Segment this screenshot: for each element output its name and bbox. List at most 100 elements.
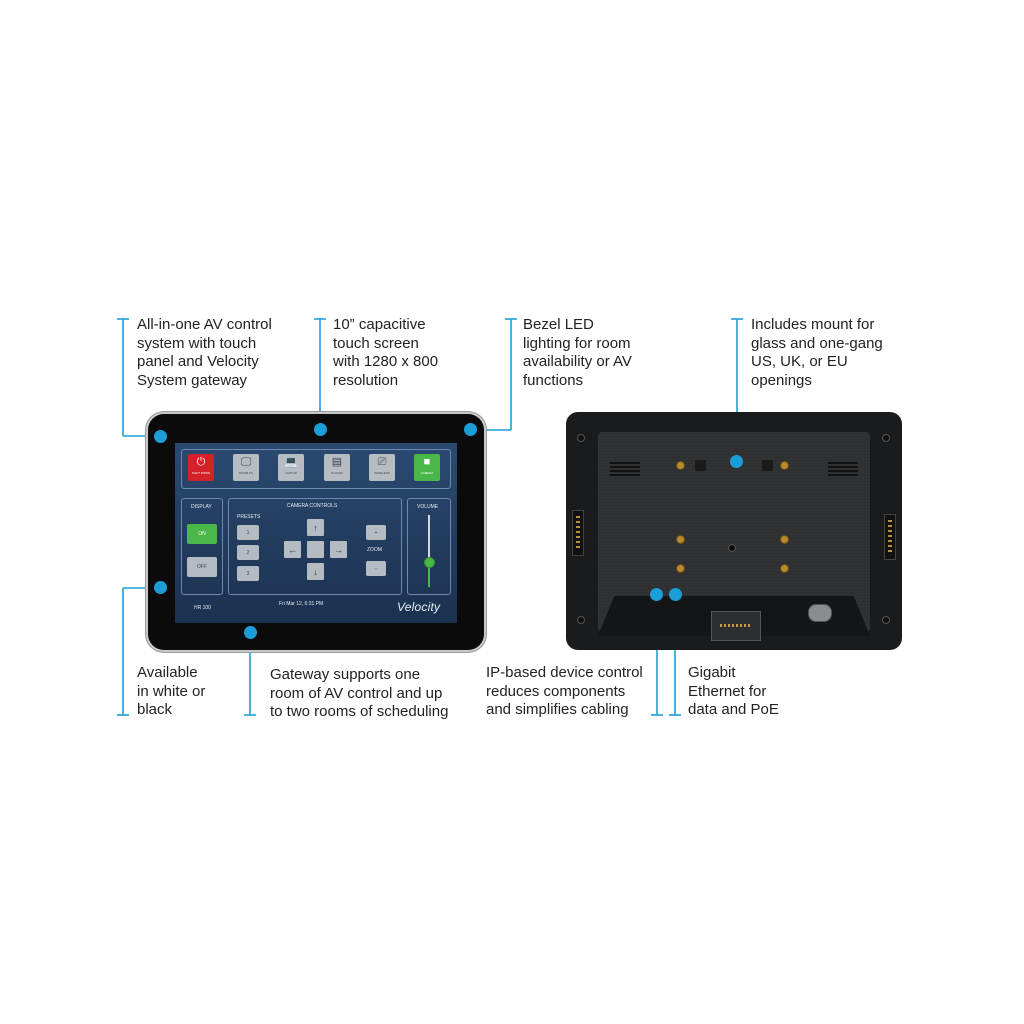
callout-line: IP-based device control: [486, 664, 643, 681]
player-button[interactable]: ▤ PLAYER: [324, 454, 350, 481]
preset-3-button[interactable]: 3: [237, 566, 259, 581]
callout-all-in-one: All-in-one AV control system with touch …: [137, 316, 272, 390]
pan-left-button[interactable]: ←: [284, 541, 301, 558]
date-time: Fri Mar 12, 6:31 PM: [279, 601, 324, 607]
callout-line: in white or: [137, 682, 206, 700]
pan-right-button[interactable]: →: [330, 541, 347, 558]
callout-line: to two rooms of scheduling: [270, 703, 449, 720]
camera-controls-title: CAMERA CONTROLS: [287, 503, 338, 509]
callout-line: Includes mount for: [751, 316, 875, 333]
corner-hole: [882, 434, 890, 442]
led-dot-top-center: [314, 423, 327, 436]
corner-hole: [577, 616, 585, 624]
callout-capacitive: 10” capacitive touch screen with 1280 x …: [333, 316, 438, 390]
preset-2-button[interactable]: 2: [237, 545, 259, 560]
wireless-button[interactable]: ⎚ WIRELESS: [369, 454, 395, 481]
callout-line: panel and Velocity: [137, 353, 259, 370]
callout-line: All-in-one AV control: [137, 316, 272, 333]
callout-line: functions: [523, 371, 584, 389]
callout-available: Available in white or black: [137, 664, 205, 720]
display-off-button[interactable]: OFF: [187, 557, 217, 577]
screw: [676, 564, 685, 573]
screw: [780, 461, 789, 470]
cast-icon: ⎚: [377, 456, 387, 468]
callout-line: System gateway: [137, 371, 248, 389]
monitor-icon: 🖵: [240, 456, 252, 468]
callout-line: Available: [137, 664, 198, 681]
callout-line: Bezel LED: [523, 316, 594, 333]
callout-gigabit: Gigabit Ethernet for data and PoE: [688, 664, 779, 720]
zoom-label: ZOOM: [367, 547, 382, 553]
mount-slot: [695, 460, 706, 471]
mount-dot: [730, 455, 743, 468]
laptop-button[interactable]: 💻 LAPTOP: [278, 454, 304, 481]
volume-slider-track[interactable]: [428, 515, 430, 587]
callout-line: Ethernet for: [688, 682, 767, 700]
ethernet-port: [711, 611, 761, 641]
room-pc-button[interactable]: 🖵 ROOM PC: [233, 454, 259, 481]
power-icon: ⏻: [196, 456, 206, 468]
camera-label: CAMERA: [420, 471, 434, 475]
center-hole: [728, 544, 736, 552]
shutdown-label: SHUT DOWN: [191, 471, 211, 475]
callout-mount: Includes mount for glass and one-gang US…: [751, 316, 883, 390]
ethernet-dot: [669, 588, 682, 601]
volume-slider-knob[interactable]: [424, 556, 435, 568]
callout-line: with 1280 x 800: [333, 353, 439, 370]
callout-line: lighting for room: [523, 334, 631, 352]
screw: [676, 461, 685, 470]
screw: [780, 535, 789, 544]
camera-button[interactable]: ■ CAMERA: [414, 454, 440, 481]
arrow-up-icon: ↑: [313, 522, 318, 533]
callout-bezel-led: Bezel LED lighting for room availability…: [523, 316, 632, 390]
presets-title: PRESETS: [237, 514, 261, 520]
room-name: HR 100: [194, 605, 211, 611]
laptop-label: LAPTOP: [285, 471, 297, 475]
volume-panel: VOLUME: [407, 498, 451, 595]
callout-line: reduces components: [486, 682, 626, 700]
callout-line: Gateway supports one: [270, 666, 421, 683]
led-dot-top-right: [464, 423, 477, 436]
left-vent: [610, 462, 640, 478]
cable-clamp: [808, 604, 832, 622]
arrow-right-icon: →: [334, 544, 343, 555]
room-pc-label: ROOM PC: [238, 471, 254, 475]
callout-line: system with touch: [137, 334, 257, 352]
display-panel: DISPLAY ON OFF: [181, 498, 223, 595]
callout-gateway: Gateway supports one room of AV control …: [270, 666, 448, 722]
callout-line: glass and one-gang: [751, 334, 883, 352]
pan-up-button[interactable]: ↑: [307, 519, 324, 536]
touch-screen: ⏻ SHUT DOWN 🖵 ROOM PC 💻 LAPTOP ▤ PLAYER …: [175, 443, 457, 623]
mount-slot: [762, 460, 773, 471]
left-connector: [572, 510, 584, 556]
callout-line: Gigabit: [688, 664, 736, 681]
preset-1-button[interactable]: 1: [237, 525, 259, 540]
callout-line: resolution: [333, 371, 399, 389]
led-dot-bottom: [244, 626, 257, 639]
callout-ip-based: IP-based device control reduces componen…: [486, 664, 643, 720]
callout-line: data and PoE: [688, 701, 779, 718]
player-label: PLAYER: [331, 471, 343, 475]
arrow-left-icon: ←: [288, 544, 297, 555]
led-dot-top-left: [154, 430, 167, 443]
pan-down-button[interactable]: ↓: [307, 563, 324, 580]
led-dot-left: [154, 581, 167, 594]
right-vent: [828, 462, 858, 478]
screw: [676, 535, 685, 544]
source-bar: ⏻ SHUT DOWN 🖵 ROOM PC 💻 LAPTOP ▤ PLAYER …: [181, 449, 451, 489]
corner-hole: [577, 434, 585, 442]
shutdown-button[interactable]: ⏻ SHUT DOWN: [188, 454, 214, 481]
callout-line: availability or AV: [523, 353, 632, 370]
zoom-in-button[interactable]: +: [366, 525, 386, 540]
display-title: DISPLAY: [191, 504, 212, 510]
display-on-button[interactable]: ON: [187, 524, 217, 544]
callout-line: US, UK, or EU: [751, 353, 848, 370]
velocity-logo: Velocity: [397, 600, 441, 614]
volume-slider-fill: [428, 561, 430, 587]
callout-line: touch screen: [333, 334, 419, 352]
zoom-out-button[interactable]: -: [366, 561, 386, 576]
callout-line: black: [137, 701, 173, 718]
arrow-down-icon: ↓: [313, 566, 318, 577]
camera-controls-panel: CAMERA CONTROLS PRESETS 1 2 3 ↑ ← → ↓ + …: [228, 498, 402, 595]
player-icon: ▤: [331, 456, 343, 468]
